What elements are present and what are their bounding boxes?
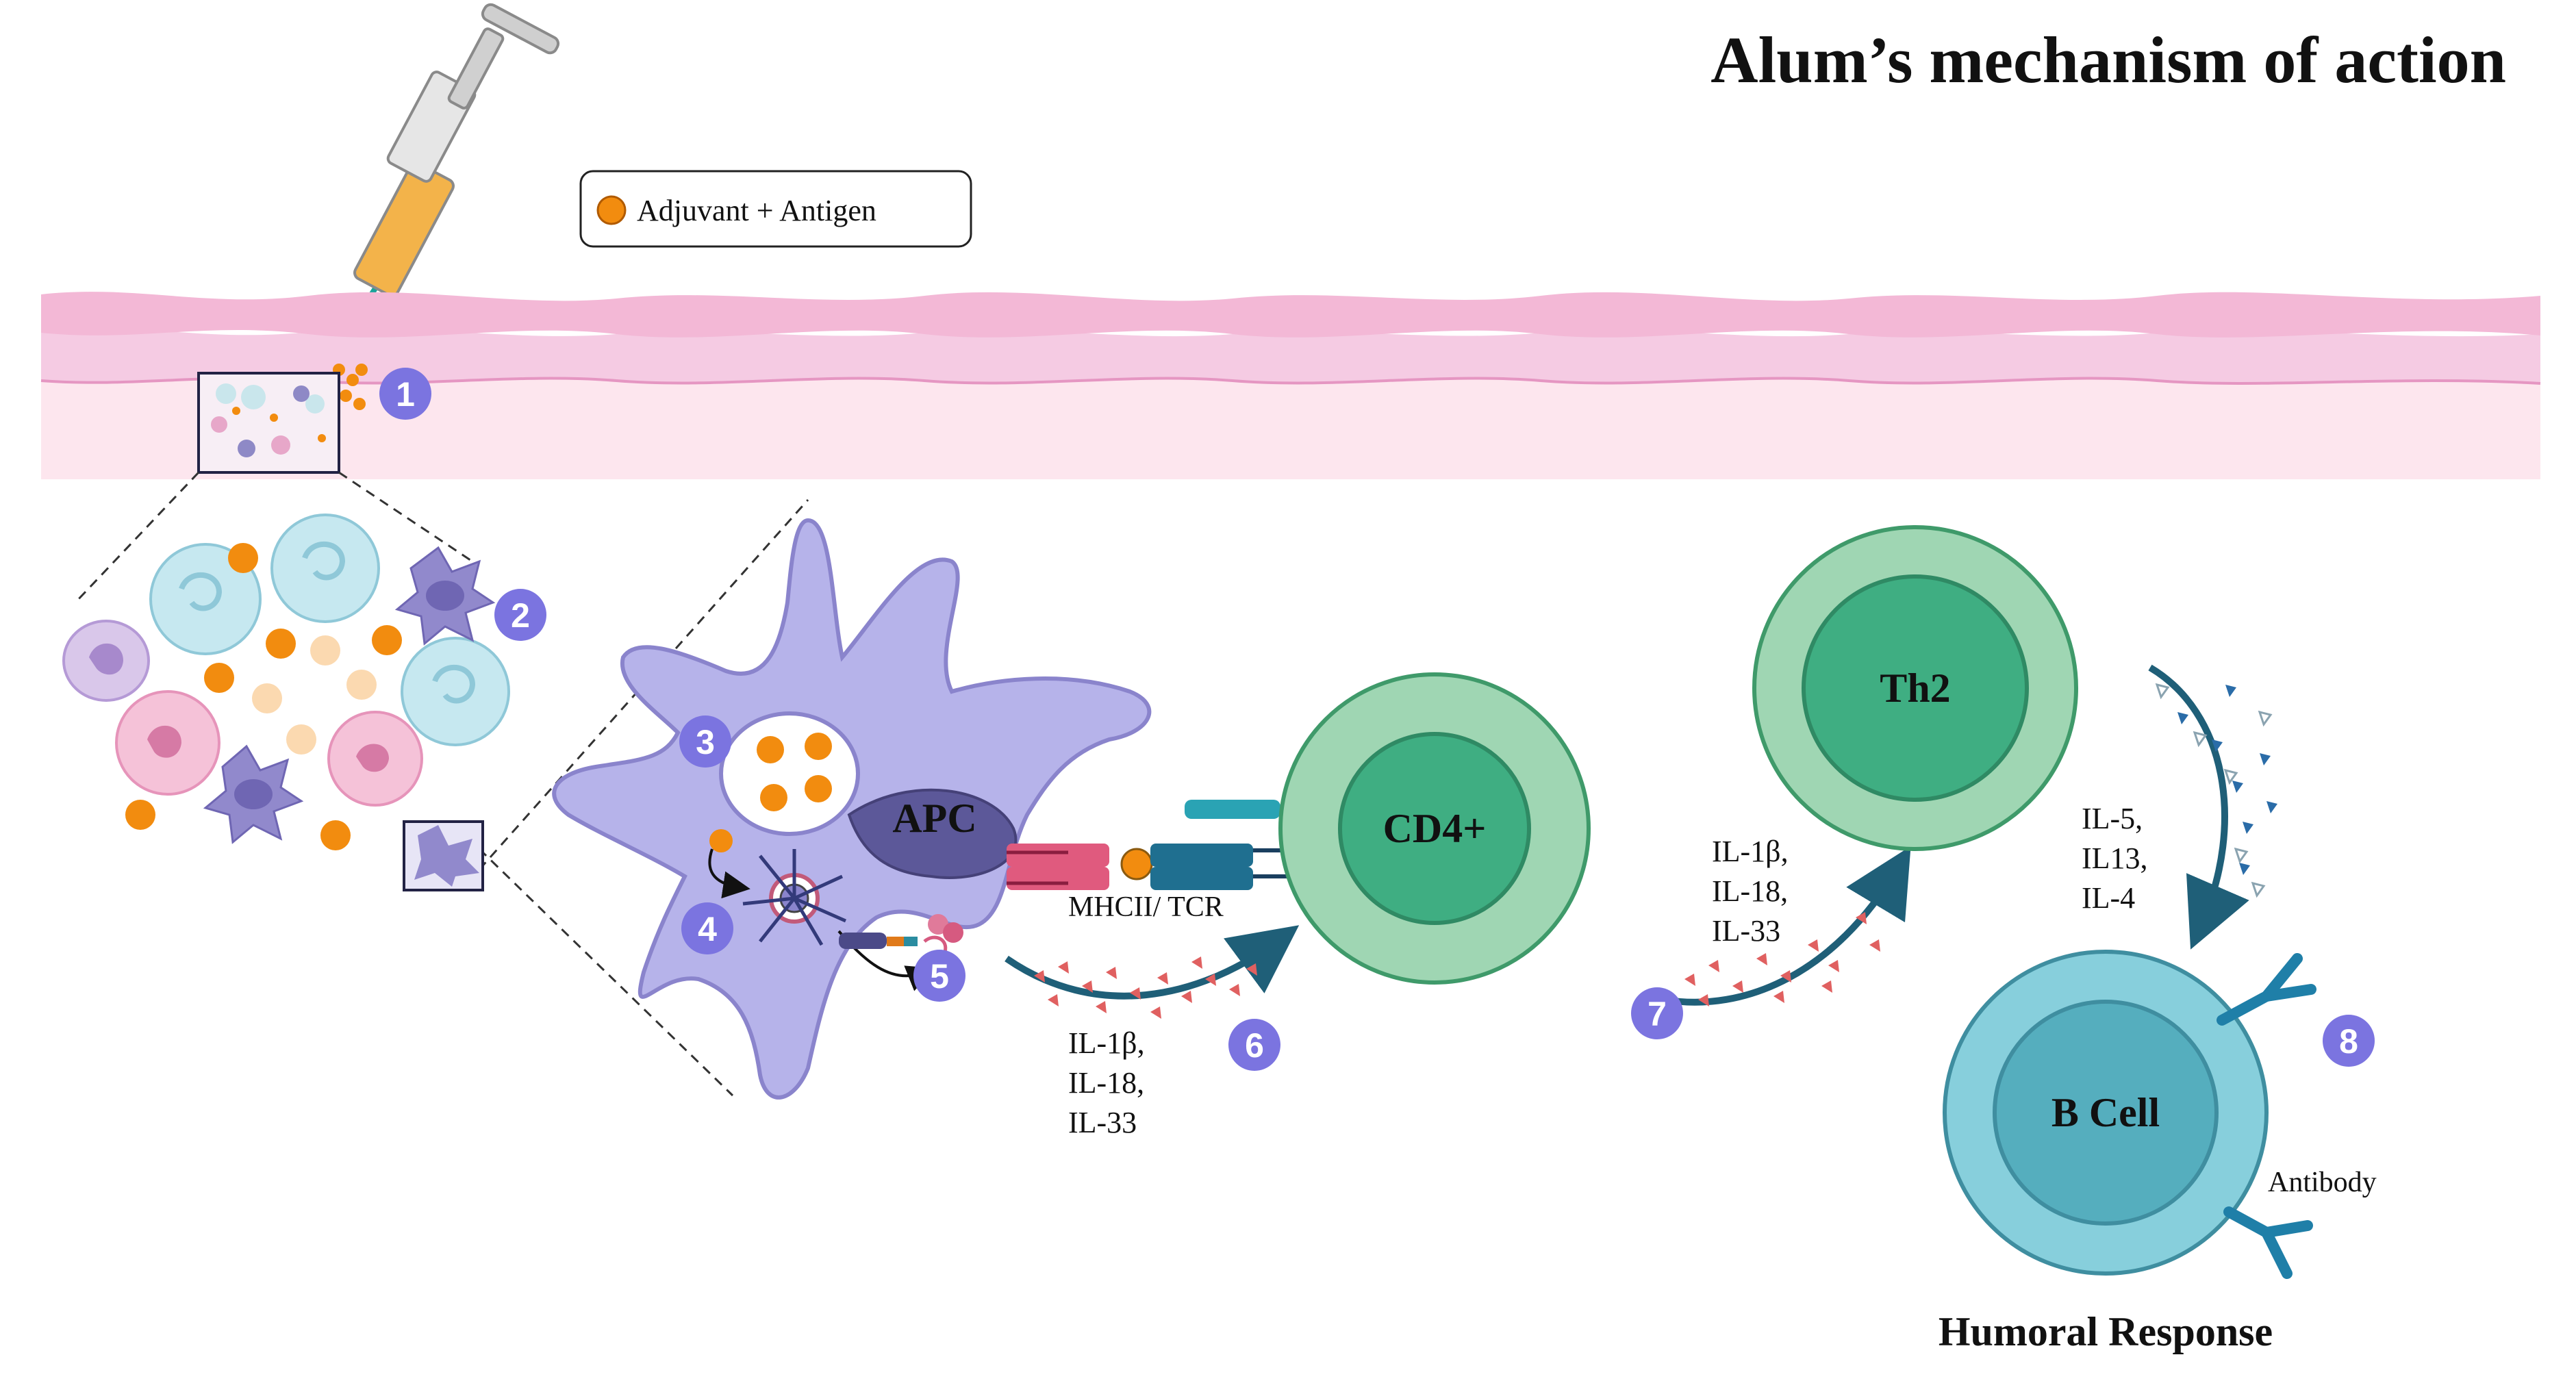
- cd4-cytokine-list: IL-1β, IL-18, IL-33: [1712, 835, 1789, 948]
- antibody-icon: [2217, 953, 2316, 1026]
- th2-label: Th2: [1880, 666, 1950, 711]
- th2-cytokine-arc: [2148, 664, 2277, 950]
- svg-text:7: 7: [1647, 995, 1667, 1033]
- phagosome: [719, 711, 860, 836]
- page-title: Alum’s mechanism of action: [1710, 23, 2506, 97]
- legend: Adjuvant + Antigen: [579, 170, 972, 248]
- b-cell: B Cell: [1943, 950, 2269, 1276]
- antibody-icon-2: [2223, 1206, 2313, 1279]
- step-badge-2: 2: [494, 589, 546, 641]
- svg-text:2: 2: [511, 596, 530, 635]
- step-badge-6: 6: [1228, 1019, 1280, 1071]
- svg-text:3: 3: [696, 723, 715, 761]
- mhc-tcr-label: MHCII/ TCR: [1068, 891, 1224, 923]
- step-badge-8: 8: [2323, 1015, 2375, 1067]
- bcell-label: B Cell: [2051, 1090, 2160, 1135]
- cd4-cytokine-2: IL-18,: [1712, 874, 1788, 908]
- adjuvant-dot-icon: [596, 195, 627, 225]
- step-badge-5: 5: [913, 950, 965, 1002]
- cd4-cytokine-wave: [1663, 846, 1911, 1006]
- mhcii-tcr-complex: [1007, 800, 1287, 890]
- apc-label: APC: [892, 796, 976, 841]
- apc-cell: APC: [552, 518, 1152, 1100]
- step-badge-7: 7: [1631, 987, 1683, 1039]
- svg-text:5: 5: [930, 957, 949, 996]
- apc-cytokine-3: IL-33: [1068, 1106, 1137, 1139]
- th2-cytokine-1: IL-5,: [2082, 802, 2143, 835]
- step-badge-4: 4: [681, 902, 733, 954]
- svg-text:8: 8: [2339, 1022, 2358, 1061]
- cd4-cytokine-1: IL-1β,: [1712, 835, 1789, 868]
- th2-cytokine-list: IL-5, IL13, IL-4: [2082, 802, 2148, 915]
- th2-cytokine-3: IL-4: [2082, 881, 2135, 915]
- cd4-label: CD4+: [1383, 806, 1487, 851]
- neutrophil-cell: [149, 543, 262, 655]
- step-badge-1: 1: [379, 368, 431, 420]
- cd4-cytokine-3: IL-33: [1712, 914, 1780, 948]
- tissue-inset-box: [197, 372, 340, 474]
- syringe-icon: [353, 3, 560, 310]
- legend-label: Adjuvant + Antigen: [637, 194, 876, 227]
- svg-text:6: 6: [1245, 1026, 1264, 1065]
- svg-text:1: 1: [396, 375, 415, 414]
- neutrophil-cell-3: [401, 637, 510, 746]
- step-badges: 1 2 3 4 5 6 7 8: [379, 368, 2375, 1071]
- inflammasome-icon: [742, 849, 847, 946]
- humoral-response-label: Humoral Response: [1939, 1309, 2273, 1354]
- apc-cytokine-2: IL-18,: [1068, 1066, 1144, 1100]
- step-badge-3: 3: [679, 715, 731, 768]
- apc-cytokine-1: IL-1β,: [1068, 1026, 1145, 1060]
- skin-tissue: [40, 292, 2541, 479]
- svg-text:4: 4: [698, 910, 717, 948]
- apc-nucleus: [847, 788, 1018, 879]
- apc-cytokine-list: IL-1β, IL-18, IL-33: [1068, 1026, 1145, 1139]
- antibody-label: Antibody: [2268, 1167, 2377, 1198]
- apc-cytokine-wave: [1005, 925, 1300, 1019]
- immune-cell-cluster: [62, 514, 510, 891]
- th2-cytokine-2: IL13,: [2082, 841, 2148, 875]
- th2-cell: Th2: [1752, 525, 2078, 851]
- cd4-cell: CD4+: [1278, 672, 1591, 985]
- neutrophil-cell-2: [270, 514, 380, 623]
